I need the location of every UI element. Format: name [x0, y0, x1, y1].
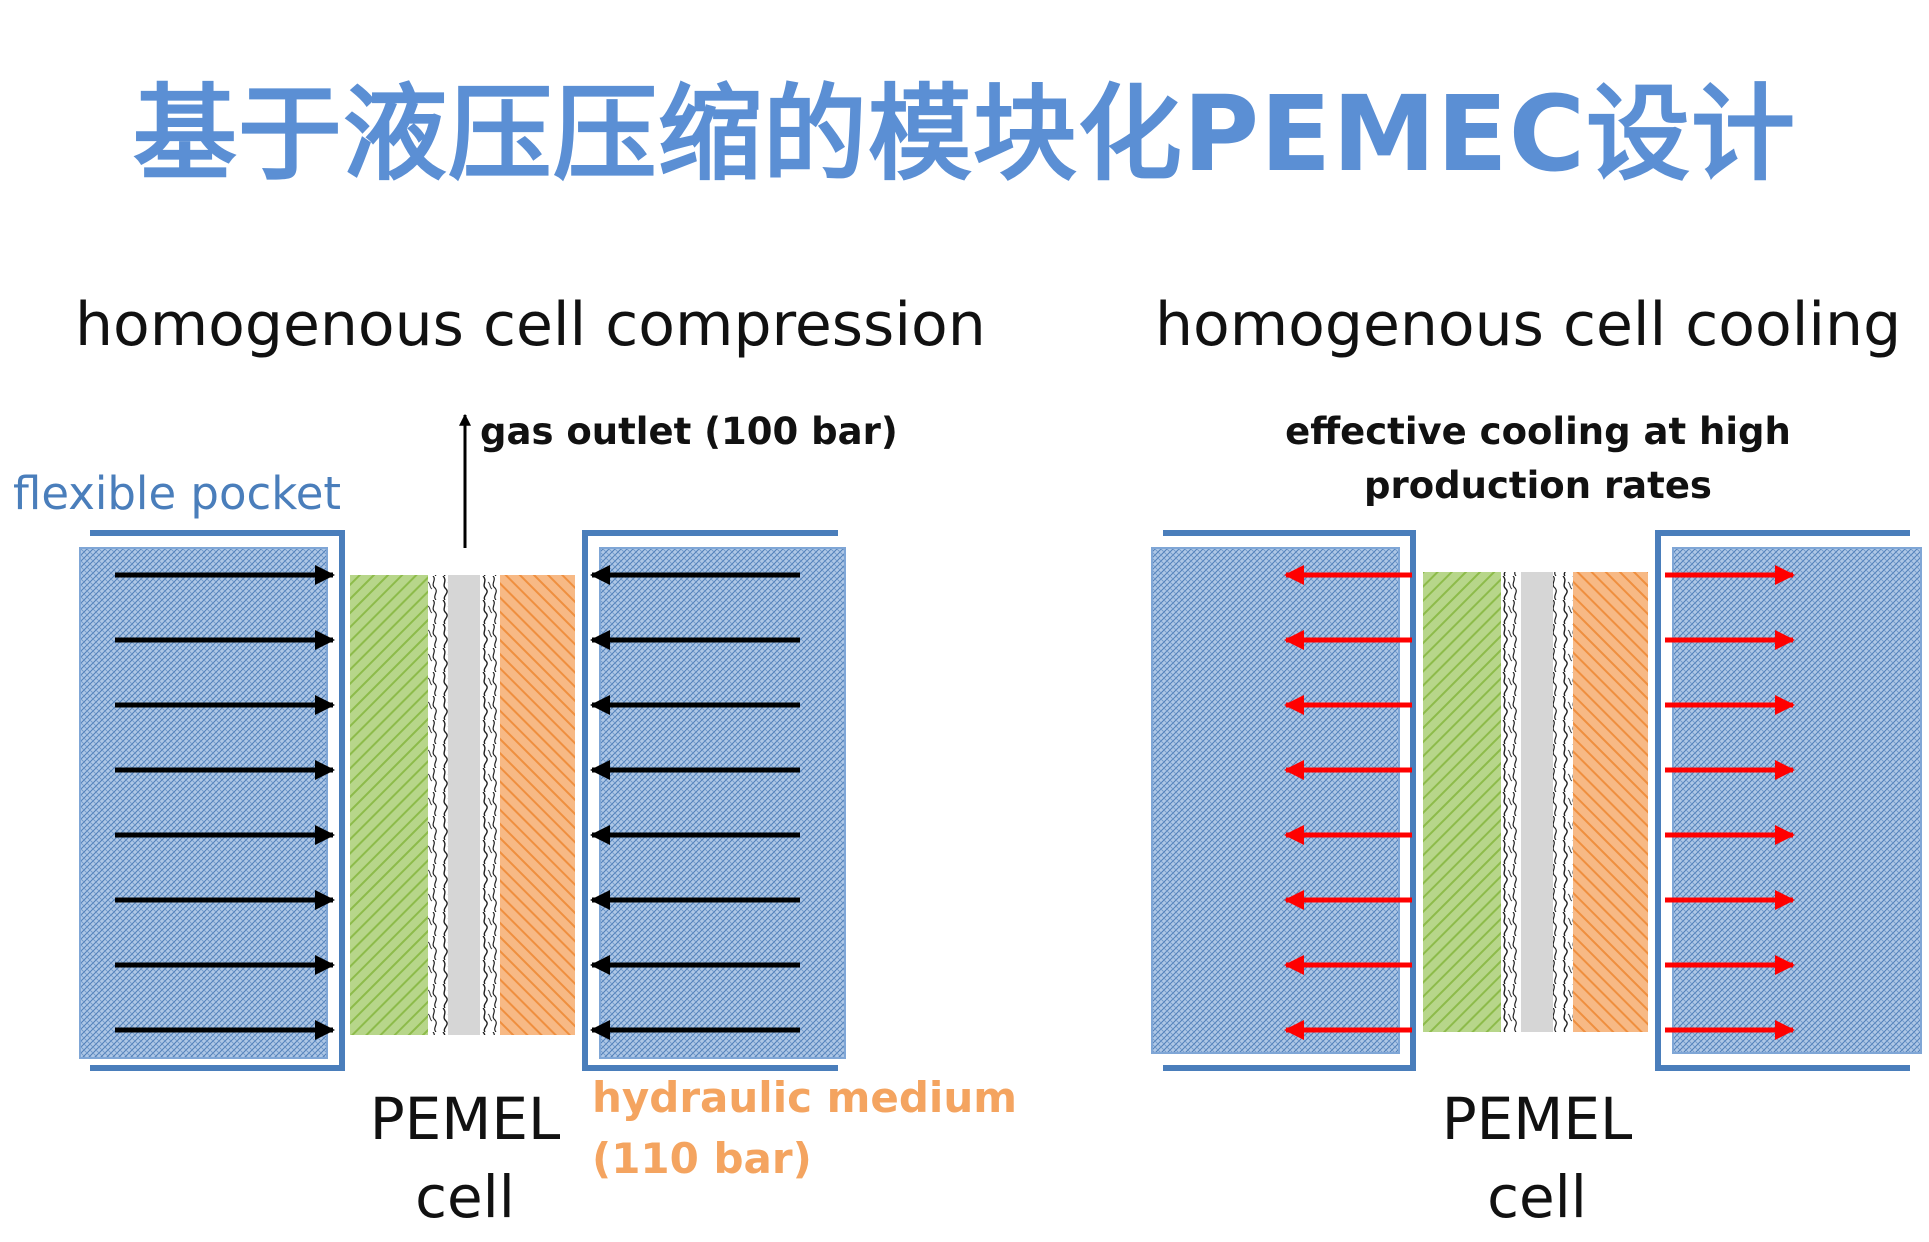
- cooling-annotation: effective cooling at high production rat…: [1200, 405, 1876, 512]
- left-diagram: [79, 413, 846, 1071]
- cooling-annotation-line2: production rates: [1364, 463, 1712, 507]
- cooling-fiber-layer-1: [1501, 572, 1521, 1032]
- cooling-right-arrows: [1665, 565, 1795, 1040]
- left-cell-label-line2: cell: [415, 1163, 515, 1232]
- left-fiber-layer-2: [480, 575, 500, 1035]
- left-fiber-layer-1: [428, 575, 448, 1035]
- hydraulic-medium-line1: hydraulic medium: [592, 1073, 1017, 1122]
- left-cell-label-line1: PEMEL: [369, 1085, 561, 1153]
- right-cell-label-line1: PEMEL: [1441, 1085, 1633, 1153]
- right-compression-arrows: [590, 565, 800, 1040]
- left-orange-layer: [500, 575, 575, 1035]
- cooling-left-arrows: [1284, 565, 1412, 1040]
- cooling-orange-layer: [1573, 572, 1648, 1032]
- cooling-annotation-line1: effective cooling at high: [1285, 410, 1791, 453]
- right-pocket-fill: [599, 547, 846, 1059]
- cooling-membrane: [1521, 572, 1553, 1032]
- gas-outlet-label: gas outlet (100 bar): [480, 410, 898, 453]
- cooling-green-layer: [1423, 572, 1501, 1032]
- page-title: 基于液压压缩的模块化PEMEC设计: [132, 73, 1797, 195]
- right-pocket-frame: [582, 530, 838, 1071]
- left-compression-arrows: [115, 565, 335, 1040]
- cooling-left-pocket-frame: [1163, 530, 1416, 1071]
- hydraulic-medium-line2: (110 bar): [592, 1133, 812, 1183]
- cooling-fiber-layer-2: [1553, 572, 1573, 1032]
- cooling-heading: homogenous cell cooling: [1155, 290, 1902, 360]
- flexible-pocket-label: flexible pocket: [13, 467, 342, 520]
- left-pocket-fill: [79, 547, 328, 1059]
- left-membrane: [448, 575, 480, 1035]
- right-cell-label: PEMEL cell: [1412, 1080, 1662, 1237]
- left-pocket-frame: [90, 530, 345, 1071]
- left-green-layer: [350, 575, 428, 1035]
- right-cell-label-line2: cell: [1487, 1163, 1587, 1232]
- cooling-right-pocket-fill: [1672, 547, 1922, 1054]
- cooling-right-pocket-frame: [1655, 530, 1910, 1071]
- compression-heading: homogenous cell compression: [75, 290, 986, 360]
- hydraulic-medium-label: hydraulic medium (110 bar): [592, 1068, 1017, 1190]
- cooling-left-pocket-fill: [1151, 547, 1400, 1054]
- left-cell-label: PEMEL cell: [340, 1080, 590, 1237]
- right-diagram: [1151, 530, 1922, 1071]
